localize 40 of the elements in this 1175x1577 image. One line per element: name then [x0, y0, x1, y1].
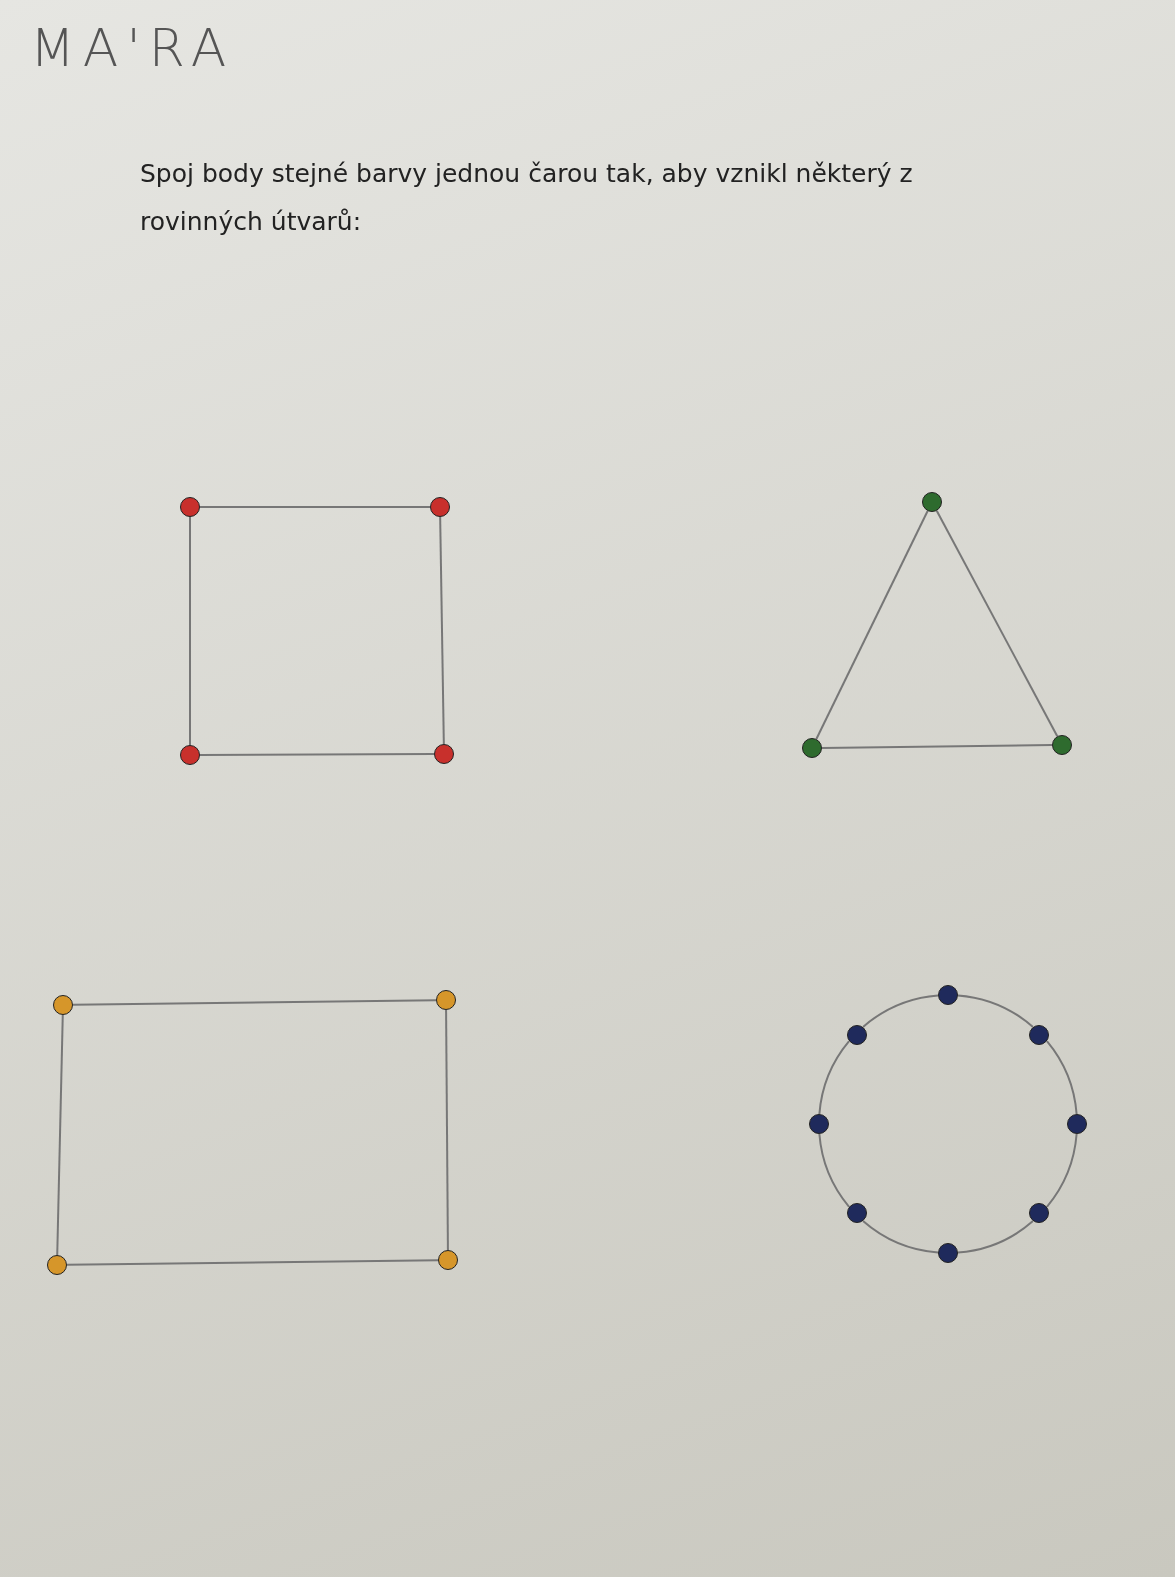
connecting-line [957, 994, 1034, 1028]
dot [436, 990, 456, 1010]
connecting-line [56, 1014, 64, 1256]
dot [938, 985, 958, 1005]
dot [434, 744, 454, 764]
dot [438, 1250, 458, 1270]
connecting-line [957, 1220, 1034, 1254]
dot [847, 1025, 867, 1045]
connecting-line [445, 1009, 449, 1251]
dot [938, 1243, 958, 1263]
dot [922, 492, 942, 512]
dot [430, 497, 450, 517]
dot [180, 745, 200, 765]
connecting-line [1045, 1040, 1078, 1115]
connecting-line [862, 1220, 939, 1254]
dot [180, 497, 200, 517]
connecting-line [935, 509, 1059, 738]
instruction-text: Spoj body stejné barvy jednou čarou tak, aby vznikl některý z rovinných útvarů: [140, 158, 914, 238]
dot [1067, 1114, 1087, 1134]
handwritten-name: MA'RA [30, 18, 235, 78]
connecting-line [815, 510, 929, 740]
dot [1029, 1025, 1049, 1045]
connecting-line [199, 506, 431, 508]
dot [53, 995, 73, 1015]
dot [809, 1114, 829, 1134]
connecting-line [862, 994, 939, 1028]
dot [802, 738, 822, 758]
connecting-line [66, 1259, 439, 1266]
dot [1052, 735, 1072, 755]
dot [1029, 1203, 1049, 1223]
connecting-line [189, 516, 191, 746]
connecting-line [199, 753, 435, 756]
connecting-line [439, 516, 445, 745]
connecting-line [818, 1133, 851, 1208]
connecting-line [72, 999, 437, 1006]
connecting-line [1045, 1133, 1078, 1208]
dot [47, 1255, 67, 1275]
dot [847, 1203, 867, 1223]
connecting-line [821, 744, 1053, 749]
connecting-line [818, 1040, 851, 1115]
